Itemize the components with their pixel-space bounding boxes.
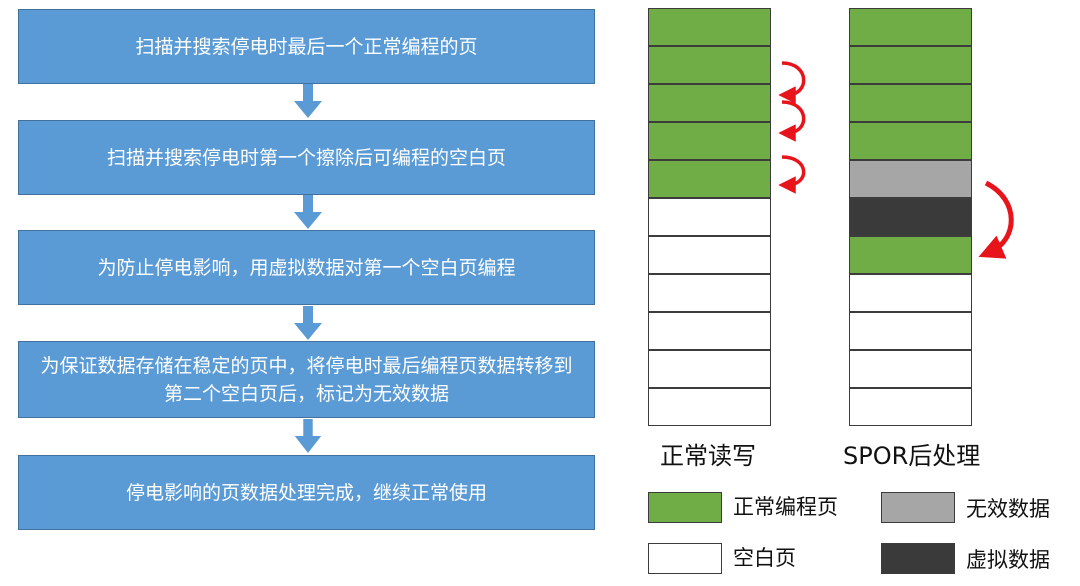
legend-green-swatch [648, 492, 722, 523]
step-2-text: 扫描并搜索停电时第一个擦除后可编程的空白页 [106, 146, 506, 169]
normal-rw-page-11-white [648, 388, 771, 426]
legend-dark-swatch [881, 543, 955, 574]
flow-arrow-4 [294, 419, 322, 453]
normal-rw-page-3-green [648, 84, 771, 122]
flow-arrow-2 [294, 195, 322, 229]
spor-page-8-white [849, 274, 972, 312]
spor-label: SPOR后处理 [843, 442, 981, 470]
step-4-text: 为保证数据存储在稳定的页中，将停电时最后编程页数据转移到第二个空白页后，标记为无… [40, 354, 573, 405]
step-1: 扫描并搜索停电时最后一个正常编程的页 [18, 9, 595, 84]
spor-page-4-green [849, 122, 972, 160]
normal-rw-page-1-green [648, 8, 771, 46]
step-2: 扫描并搜索停电时第一个擦除后可编程的空白页 [18, 120, 595, 195]
spor-page-7-green [849, 236, 972, 274]
normal-rw-page-7-white [648, 236, 771, 274]
step-3: 为防止停电影响，用虚拟数据对第一个空白页编程 [18, 230, 595, 305]
move-arrow-2 [778, 100, 806, 142]
spor-page-9-white [849, 312, 972, 350]
spor-page-3-green [849, 84, 972, 122]
move-arrow-1 [778, 61, 806, 104]
normal-rw-page-2-green [648, 46, 771, 84]
move-arrow-3 [778, 155, 806, 194]
flow-arrow-3 [294, 306, 322, 340]
step-1-text: 扫描并搜索停电时最后一个正常编程的页 [135, 35, 478, 58]
normal-rw-page-4-green [648, 122, 771, 160]
normal-rw-column [648, 8, 771, 426]
spor-page-11-white [849, 388, 972, 426]
spor-page-1-green [849, 8, 972, 46]
normal-rw-page-5-green [648, 160, 771, 198]
legend-dark-label: 虚拟数据 [966, 548, 1050, 572]
spor-page-6-dark [849, 198, 972, 236]
step-5: 停电影响的页数据处理完成，继续正常使用 [18, 455, 595, 530]
spor-page-5-gray [849, 160, 972, 198]
legend-gray-label: 无效数据 [966, 497, 1050, 521]
step-3-text: 为防止停电影响，用虚拟数据对第一个空白页编程 [97, 256, 516, 279]
spor-page-10-white [849, 350, 972, 388]
flow-arrow-1 [294, 84, 322, 118]
normal-rw-page-9-white [648, 312, 771, 350]
normal-rw-page-6-white [648, 198, 771, 236]
normal-rw-page-10-white [648, 350, 771, 388]
normal-rw-label: 正常读写 [660, 442, 756, 470]
legend-white-label: 空白页 [733, 546, 796, 570]
legend-green-label: 正常编程页 [733, 495, 838, 519]
legend-white-swatch [648, 543, 722, 574]
legend-gray-swatch [881, 492, 955, 523]
spor-page-2-green [849, 46, 972, 84]
spor-column [849, 8, 972, 426]
relocate-arrow [978, 180, 1014, 259]
step-5-text: 停电影响的页数据处理完成，继续正常使用 [125, 481, 487, 504]
normal-rw-page-8-white [648, 274, 771, 312]
step-4: 为保证数据存储在稳定的页中，将停电时最后编程页数据转移到第二个空白页后，标记为无… [18, 341, 595, 418]
